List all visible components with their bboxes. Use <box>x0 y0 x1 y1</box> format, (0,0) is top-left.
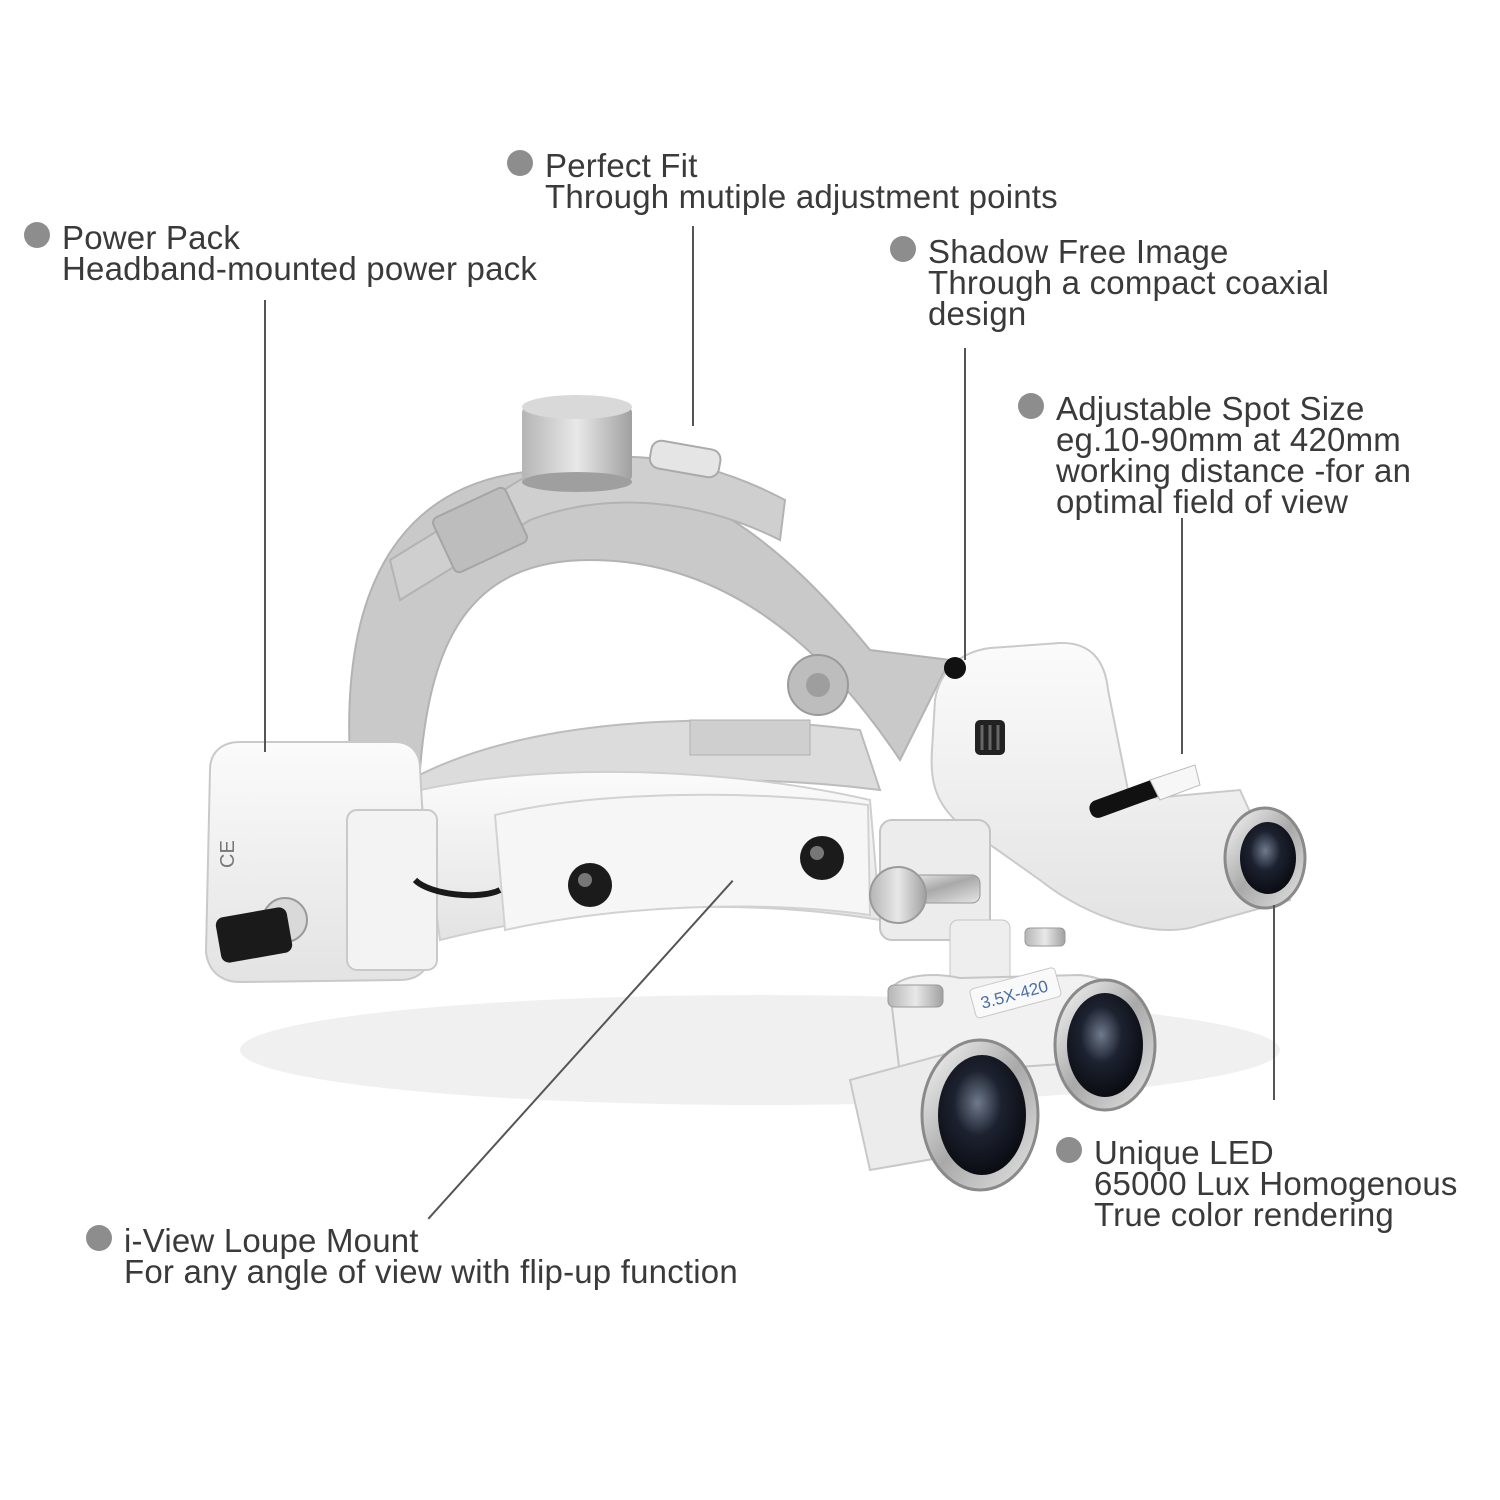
callout-title: Shadow Free Image <box>928 233 1229 270</box>
mount-knob <box>869 866 927 924</box>
strap-rivet-right <box>800 836 844 880</box>
bullet-icon <box>507 150 533 176</box>
loupe-right-lens <box>1067 993 1143 1097</box>
callout-desc: eg.10-90mm at 420mm <box>1056 421 1401 458</box>
callout-title: Adjustable Spot Size <box>1056 390 1365 427</box>
callout-desc: working distance -for an <box>1056 452 1412 489</box>
leader-unique-led <box>1273 905 1275 1100</box>
strap-buckle <box>432 486 528 574</box>
led-housing <box>930 641 1292 931</box>
callout-desc: design <box>928 295 1027 332</box>
power-cable <box>412 877 502 899</box>
callout-desc: 65000 Lux Homogenous <box>1094 1165 1458 1202</box>
callout-desc: Through a compact coaxial <box>928 264 1330 301</box>
callout-loupe-mount: i-View Loupe Mount For any angle of view… <box>86 1222 738 1290</box>
callout-desc: Through mutiple adjustment points <box>545 178 1058 215</box>
callout-title: Power Pack <box>62 219 241 256</box>
callout-spot-size: Adjustable Spot Size eg.10-90mm at 420mm… <box>1018 390 1412 520</box>
callout-unique-led: Unique LED 65000 Lux Homogenous True col… <box>1056 1134 1458 1233</box>
leader-power-pack <box>264 300 266 752</box>
callout-shadow-free: Shadow Free Image Through a compact coax… <box>890 233 1330 332</box>
callout-desc: Headband-mounted power pack <box>62 250 538 287</box>
callout-desc: optimal field of view <box>1056 483 1349 520</box>
leader-perfect-fit <box>692 226 694 426</box>
ce-mark: CE <box>217 840 239 868</box>
callout-title: Perfect Fit <box>545 147 698 184</box>
callout-desc: True color rendering <box>1094 1196 1394 1233</box>
led-lens <box>1240 822 1296 894</box>
bullet-icon <box>1056 1137 1082 1163</box>
spot-size-slider <box>1089 779 1162 818</box>
callout-title: Unique LED <box>1094 1134 1274 1171</box>
bullet-icon <box>890 236 916 262</box>
bullet-icon <box>1018 393 1044 419</box>
strap-clip <box>648 439 722 479</box>
callout-power-pack: Power Pack Headband-mounted power pack <box>24 219 538 287</box>
leader-spot-size <box>1181 518 1183 754</box>
top-adjust-knob <box>522 405 632 483</box>
callout-desc: For any angle of view with flip-up funct… <box>124 1253 738 1290</box>
callout-perfect-fit: Perfect Fit Through mutiple adjustment p… <box>507 147 1058 215</box>
leader-shadow-free <box>964 348 966 660</box>
strap-rivet-left <box>568 863 612 907</box>
power-knob <box>215 907 293 963</box>
bullet-icon <box>86 1225 112 1251</box>
callout-title: i-View Loupe Mount <box>124 1222 419 1259</box>
loupe-left-lens <box>938 1055 1026 1175</box>
bullet-icon <box>24 222 50 248</box>
